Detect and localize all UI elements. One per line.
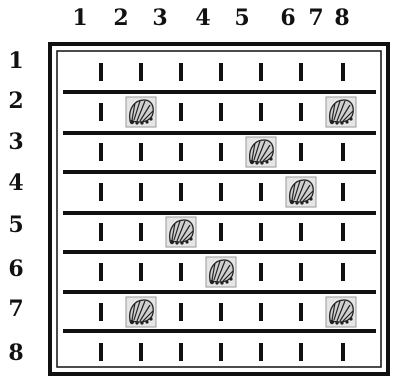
tick-mark: [99, 183, 103, 201]
tick-mark: [179, 343, 183, 361]
tick-mark: [341, 223, 345, 241]
column-label-1: 1: [68, 7, 92, 29]
tick-mark: [341, 263, 345, 281]
tick-mark: [259, 183, 263, 201]
tick-mark: [299, 223, 303, 241]
tick-mark: [259, 263, 263, 281]
tick-mark: [179, 183, 183, 201]
row-label-7: 7: [4, 298, 28, 320]
tick-mark: [219, 183, 223, 201]
tick-mark: [179, 303, 183, 321]
tick-mark: [341, 143, 345, 161]
tick-mark: [139, 223, 143, 241]
tick-mark: [99, 223, 103, 241]
tick-mark: [259, 63, 263, 81]
shell-icon: [206, 257, 236, 287]
column-label-4: 4: [191, 7, 215, 29]
row-label-6: 6: [4, 258, 28, 280]
tick-mark: [219, 63, 223, 81]
column-label-8: 8: [330, 7, 354, 29]
column-label-5: 5: [230, 7, 254, 29]
tick-mark: [219, 143, 223, 161]
tick-mark: [139, 263, 143, 281]
tick-mark: [99, 103, 103, 121]
tick-mark: [259, 223, 263, 241]
row-label-4: 4: [4, 172, 28, 194]
tick-mark: [219, 303, 223, 321]
tick-mark: [179, 63, 183, 81]
tick-mark: [99, 303, 103, 321]
tick-mark: [139, 63, 143, 81]
tick-mark: [219, 223, 223, 241]
shell-icon: [326, 97, 356, 127]
row-label-2: 2: [4, 90, 28, 112]
shell-icon: [126, 297, 156, 327]
row-label-3: 3: [4, 131, 28, 153]
tick-mark: [179, 143, 183, 161]
tick-mark: [299, 143, 303, 161]
tick-mark: [299, 343, 303, 361]
tick-mark: [99, 263, 103, 281]
tick-mark: [219, 103, 223, 121]
shell-icon: [246, 137, 276, 167]
shell-icon: [126, 97, 156, 127]
row-label-1: 1: [4, 50, 28, 72]
tick-mark: [139, 343, 143, 361]
tick-mark: [139, 143, 143, 161]
tick-mark: [179, 263, 183, 281]
tick-mark: [341, 183, 345, 201]
board-grid: [48, 42, 390, 376]
row-label-5: 5: [4, 214, 28, 236]
tick-mark: [259, 103, 263, 121]
tick-mark: [259, 303, 263, 321]
shell-icon: [166, 217, 196, 247]
tick-mark: [341, 63, 345, 81]
tick-mark: [179, 103, 183, 121]
shell-icon: [326, 297, 356, 327]
tick-mark: [299, 263, 303, 281]
tick-mark: [299, 63, 303, 81]
tick-mark: [299, 103, 303, 121]
tick-mark: [259, 343, 263, 361]
tick-mark: [219, 343, 223, 361]
tick-mark: [341, 343, 345, 361]
column-label-7: 7: [304, 7, 328, 29]
tick-mark: [299, 303, 303, 321]
column-label-3: 3: [148, 7, 172, 29]
tick-mark: [139, 183, 143, 201]
tick-mark: [99, 343, 103, 361]
tick-mark: [99, 143, 103, 161]
shell-icon: [286, 177, 316, 207]
row-label-8: 8: [4, 342, 28, 364]
tick-mark: [99, 63, 103, 81]
game-board: [48, 42, 390, 376]
column-label-6: 6: [276, 7, 300, 29]
column-label-2: 2: [109, 7, 133, 29]
